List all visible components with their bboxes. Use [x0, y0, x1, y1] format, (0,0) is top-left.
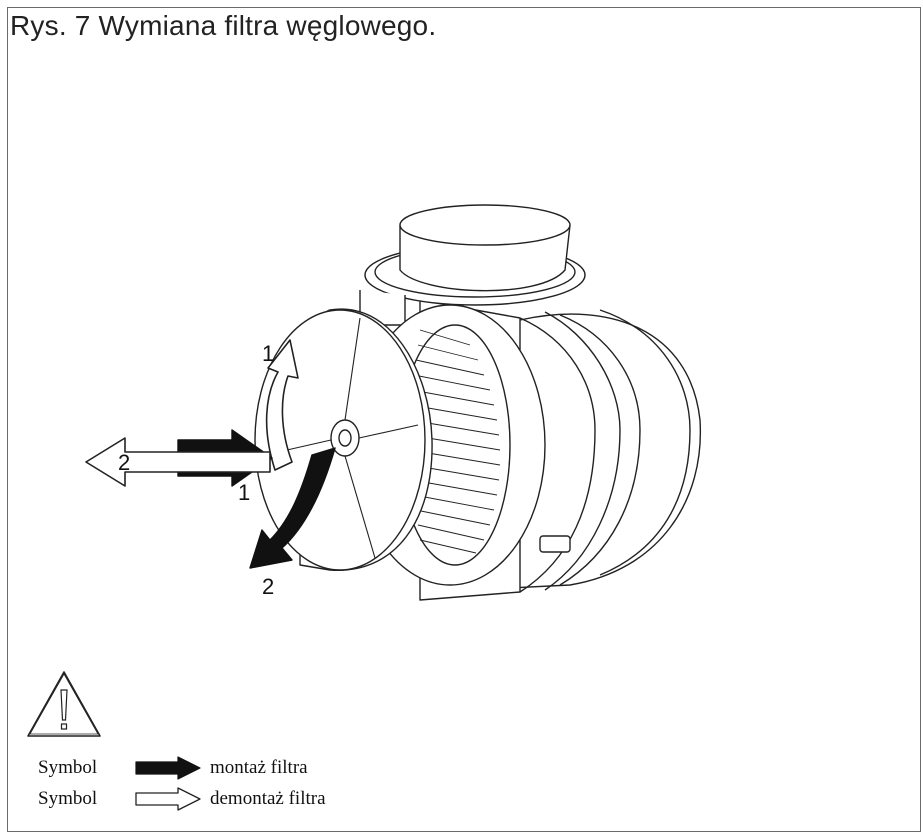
outline-arrow-icon	[135, 787, 201, 811]
warning-triangle-icon	[27, 671, 101, 737]
straight-outline-arrow	[85, 437, 271, 487]
curved-outline-arrow	[265, 339, 299, 471]
curved-filled-arrow	[249, 447, 336, 569]
legend-text-dismount: demontaż filtra	[210, 788, 326, 809]
outlet-collar	[359, 204, 586, 326]
callout-push-in: 1	[238, 480, 251, 505]
legend-text-mount: montaż filtra	[210, 757, 308, 778]
callout-rotate-open: 1	[262, 341, 275, 366]
legend-row-mount: Symbol montaż filtra	[38, 756, 308, 780]
callout-pull-out: 2	[118, 450, 131, 475]
figure-title: Rys. 7 Wymiana filtra węglowego.	[10, 10, 437, 41]
legend-symbol-label: Symbol	[38, 788, 98, 809]
legend-row-dismount: Symbol demontaż filtra	[38, 787, 326, 811]
filled-arrow-icon	[135, 756, 201, 780]
legend-symbol-label: Symbol	[38, 757, 98, 778]
callout-rotate-lock: 2	[262, 574, 275, 599]
